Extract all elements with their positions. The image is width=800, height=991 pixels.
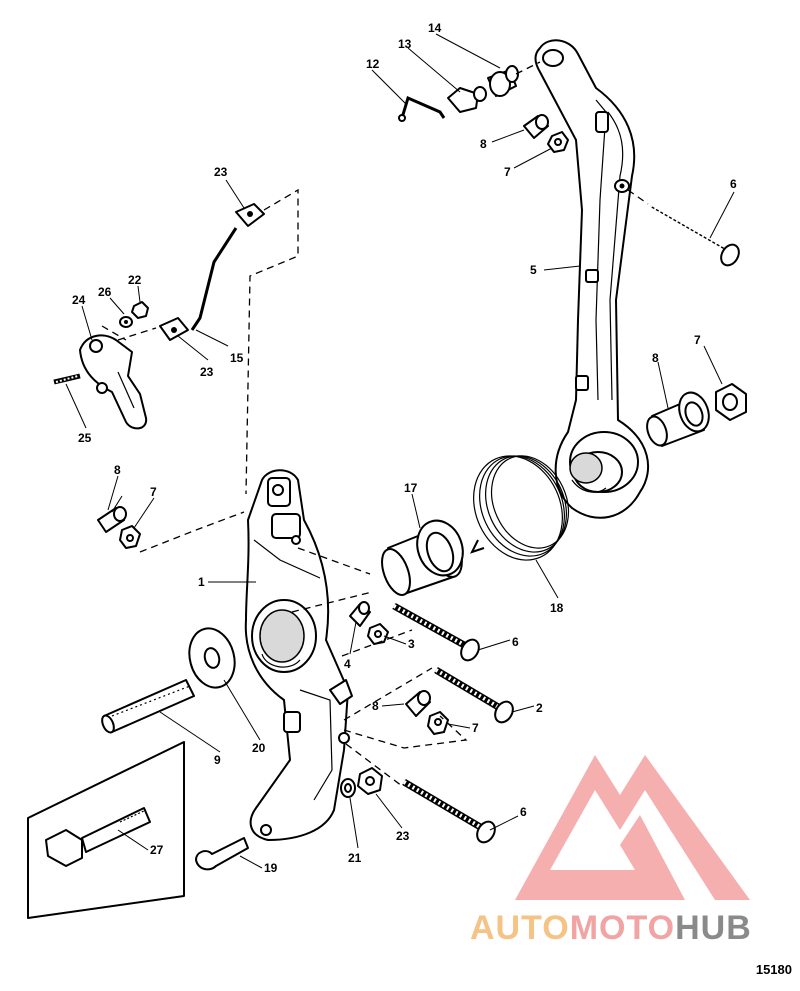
callout-7-left: 7 xyxy=(150,485,157,499)
part-19-rod-clip xyxy=(447,86,487,113)
callout-21: 15 xyxy=(230,351,244,365)
part-8-spacer-lower xyxy=(405,690,431,717)
callout-13: 8 xyxy=(652,351,659,365)
hidden-line-lever-small xyxy=(101,325,157,341)
callout-20: 14 xyxy=(428,21,442,35)
part-7-nut-left xyxy=(119,525,141,549)
callout-6-lower: 6 xyxy=(520,805,527,819)
part-4-spacer xyxy=(349,601,371,627)
callout-10: 7 xyxy=(694,333,701,347)
callout-6-middle: 6 xyxy=(512,635,519,649)
callout-24: 24 xyxy=(72,293,86,307)
part-23-rod-end-lower xyxy=(159,317,189,341)
callout-27: 27 xyxy=(150,843,164,857)
callout-6-top: 6 xyxy=(730,177,737,191)
callout-labels: 14 13 12 8 7 6 5 7 8 23 22 26 24 15 23 2… xyxy=(72,21,737,875)
part-12-torsion-spring xyxy=(470,455,570,561)
part-21-link-rod xyxy=(190,227,238,331)
part-5-lever-arm xyxy=(534,39,649,519)
callout-3: 3 xyxy=(408,637,415,651)
callout-22: 22 xyxy=(128,273,142,287)
part-2-screw xyxy=(434,666,514,724)
part-6-screw-middle xyxy=(392,602,480,662)
callout-14: 20 xyxy=(252,741,266,755)
part-6-screw-lower xyxy=(402,778,496,844)
part-25-pin xyxy=(53,373,81,385)
callout-23-lower: 23 xyxy=(200,365,214,379)
callout-7-top: 7 xyxy=(504,165,511,179)
part-7-nut-top xyxy=(547,131,569,153)
callout-26: 26 xyxy=(98,285,112,299)
part-18-linkage-rod xyxy=(398,95,446,122)
hidden-line-bushing xyxy=(291,547,373,613)
hidden-line-rod-upper xyxy=(245,188,299,495)
part-6-screw-top xyxy=(627,189,740,267)
callout-2: 2 xyxy=(536,701,543,715)
hidden-line-screws xyxy=(341,629,433,787)
part-22-nut xyxy=(131,301,149,319)
callout-16: 21 xyxy=(348,851,362,865)
automotohub-logo xyxy=(515,755,750,900)
callout-15: 19 xyxy=(264,861,278,875)
part-15-bolt xyxy=(195,837,249,871)
callout-8-left: 8 xyxy=(114,463,121,477)
watermark-auto: AUTO xyxy=(470,909,570,947)
leader-lines xyxy=(65,33,735,869)
part-8-spacer-left xyxy=(97,506,127,533)
watermark-hub: HUB xyxy=(675,909,752,947)
part-10-nut xyxy=(715,383,747,421)
callout-4: 4 xyxy=(344,657,351,671)
watermark-text: AUTOMOTOHUB xyxy=(470,908,800,948)
hidden-line-left-nut xyxy=(139,511,245,553)
part-1-throttle-lever xyxy=(244,469,353,841)
callout-1: 1 xyxy=(198,575,205,589)
part-11-bushing xyxy=(381,519,464,596)
watermark-moto: MOTO xyxy=(569,909,676,947)
callout-25: 25 xyxy=(78,431,92,445)
part-27-bolt-box xyxy=(27,741,185,919)
callout-8-lower: 8 xyxy=(372,699,379,713)
callout-5: 5 xyxy=(530,263,537,277)
part-13-sleeve xyxy=(646,391,710,447)
part-3-nut xyxy=(367,623,389,645)
part-8-spacer-top xyxy=(523,114,549,139)
part-24-throttle-cam xyxy=(79,334,148,430)
part-23-rod-end-upper xyxy=(235,203,265,227)
callout-12: 18 xyxy=(550,601,564,615)
callout-11: 17 xyxy=(404,481,418,495)
callout-9: 9 xyxy=(214,753,221,767)
part-14-washer xyxy=(188,627,236,689)
callout-7-lower: 7 xyxy=(472,721,479,735)
callout-23-upper: 23 xyxy=(214,165,228,179)
logo-triangle-mark xyxy=(515,755,750,900)
callout-8-top: 8 xyxy=(480,137,487,151)
callout-19: 13 xyxy=(398,37,412,51)
callout-17: 23 xyxy=(396,829,410,843)
drawing-reference-number: 15180 xyxy=(755,962,792,977)
part-17-nut xyxy=(357,767,383,795)
part-7-nut-lower xyxy=(427,711,449,735)
part-26-washer xyxy=(119,316,133,328)
callout-18: 12 xyxy=(366,57,380,71)
part-20-bushing xyxy=(487,61,541,97)
part-9-stud xyxy=(101,679,195,734)
part-16-washer xyxy=(340,778,356,798)
